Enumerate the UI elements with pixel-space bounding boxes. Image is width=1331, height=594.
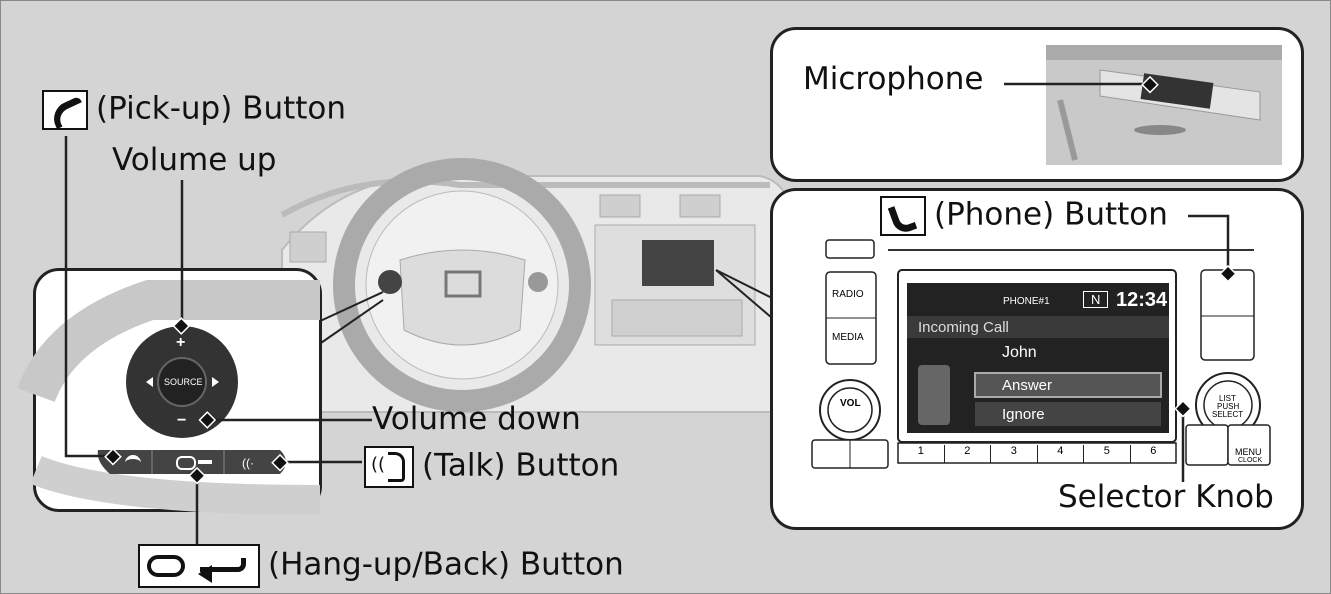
screen-time: 12:34 — [1116, 289, 1168, 311]
screen-incoming-call: Incoming Call — [918, 319, 1009, 336]
push-label[interactable]: PUSH — [1217, 402, 1240, 411]
volume-down-label: Volume down — [372, 401, 581, 437]
preset-button[interactable]: 1 — [898, 445, 945, 463]
pad-source-label: SOURCE — [164, 377, 203, 387]
pad-minus-label: − — [177, 412, 187, 429]
radio-button[interactable]: RADIO — [832, 289, 864, 300]
screen-caller-name: John — [1002, 344, 1037, 361]
screen-mode-badge: N — [1083, 291, 1109, 308]
hangup-icon — [147, 555, 185, 577]
menu-button[interactable]: MENU — [1235, 447, 1262, 457]
back-icon — [200, 558, 246, 572]
phone-button-label: (Phone) Button — [880, 196, 1168, 236]
phone-icon — [880, 196, 926, 236]
screen-ignore-option[interactable]: Ignore — [1002, 406, 1045, 423]
pad-back-icon — [198, 460, 212, 464]
hangup-back-label: (Hang-up/Back) Button — [138, 544, 624, 588]
volume-up-label: Volume up — [112, 142, 277, 178]
preset-buttons: 1 2 3 4 5 6 — [898, 445, 1176, 463]
pad-pickup-icon — [125, 455, 141, 469]
hangup-back-icon — [138, 544, 260, 588]
screen-phone-name: PHONE#1 — [1003, 296, 1050, 307]
preset-button[interactable]: 5 — [1084, 445, 1131, 463]
list-label[interactable]: LIST — [1219, 394, 1236, 403]
select-label[interactable]: SELECT — [1212, 410, 1244, 419]
media-button[interactable]: MEDIA — [832, 332, 864, 343]
pad-plus-label: + — [176, 334, 186, 351]
vol-knob-label[interactable]: VOL — [840, 398, 861, 409]
clock-label: CLOCK — [1238, 457, 1263, 464]
pad-talk-icon: ((· — [242, 456, 254, 470]
screen-answer-option[interactable]: Answer — [1002, 377, 1053, 394]
microphone-label: Microphone — [803, 61, 984, 97]
preset-button[interactable]: 3 — [991, 445, 1038, 463]
selector-knob-label: Selector Knob — [1058, 479, 1274, 515]
preset-button[interactable]: 2 — [945, 445, 991, 463]
pickup-label: (Pick-up) Button — [42, 90, 346, 130]
talk-icon: (( — [364, 446, 414, 488]
pad-hangup-icon — [176, 456, 196, 470]
talk-label: (( (Talk) Button — [364, 446, 619, 488]
pickup-icon — [42, 90, 88, 130]
preset-button[interactable]: 4 — [1038, 445, 1084, 463]
preset-button[interactable]: 6 — [1150, 445, 1157, 457]
